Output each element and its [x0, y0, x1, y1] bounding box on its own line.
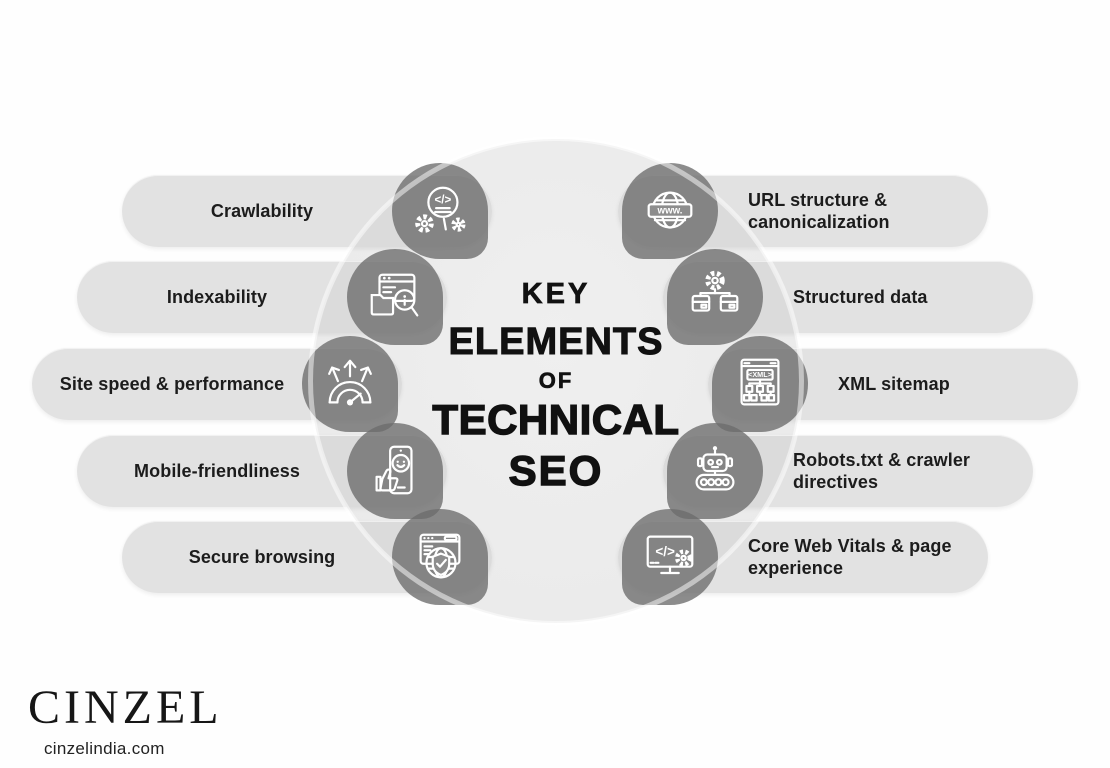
core-web-vitals-icon-blob: </>: [622, 509, 718, 605]
pill-indexability-label: Indexability: [166, 286, 268, 307]
pill-url-structure-label: URL structure & canonicalization: [748, 189, 890, 233]
xml-sitemap-icon: <XML>: [729, 353, 791, 415]
center-title: KEY ELEMENTS OF TECHNICAL SEO: [406, 278, 706, 494]
pill-robots-txt: Robots.txt & crawler directives: [663, 423, 1033, 519]
title-elements: ELEMENTS: [448, 321, 664, 363]
mobile-friendliness-icon-blob: [347, 423, 443, 519]
brand-logo: CINZEL: [28, 681, 223, 734]
svg-text:</>: </>: [435, 193, 452, 206]
title-of: OF: [538, 368, 574, 393]
pill-xml-sitemap: <XML> XML sitemap: [708, 336, 1078, 432]
pill-mobile-friendliness-label: Mobile-friendliness: [134, 460, 300, 481]
robots-txt-icon-blob: [667, 423, 763, 519]
crawlability-icon: </>: [409, 180, 471, 242]
pill-xml-sitemap-label: XML sitemap: [838, 373, 950, 394]
title-seo: SEO: [508, 447, 604, 494]
pill-url-structure: www. URL structure & canonicalization: [618, 163, 988, 259]
title-technical: TECHNICAL: [432, 396, 680, 443]
svg-text:</>: </>: [655, 544, 675, 559]
title-key: KEY: [521, 278, 591, 310]
secure-browsing-icon: [409, 526, 471, 588]
secure-browsing-icon-blob: [392, 509, 488, 605]
url-structure-icon-blob: www.: [622, 163, 718, 259]
pill-crawlability-label: Crawlability: [210, 200, 314, 221]
pill-secure-browsing-label: Secure browsing: [188, 546, 336, 567]
pill-core-web-vitals-label: Core Web Vitals & page experience: [748, 535, 952, 579]
site-speed-icon: [319, 353, 381, 406]
brand-block: CINZEL cinzelindia.com: [28, 684, 223, 759]
pill-structured-data: Structured data: [663, 249, 1033, 345]
url-structure-icon: www.: [639, 180, 701, 242]
robots-txt-icon: [684, 446, 746, 502]
pill-site-speed-label: Site speed & performance: [59, 373, 285, 394]
structured-data-icon-blob: [667, 249, 763, 345]
pill-indexability: Indexability: [77, 249, 447, 345]
brand-website: cinzelindia.com: [44, 739, 165, 758]
crawlability-icon-blob: </>: [392, 163, 488, 259]
indexability-icon: [364, 266, 426, 328]
pill-mobile-friendliness: Mobile-friendliness: [77, 423, 447, 519]
indexability-icon-blob: [347, 249, 443, 345]
pill-structured-data-label: Structured data: [793, 286, 928, 307]
structured-data-icon: [684, 266, 746, 328]
pill-secure-browsing: Secure browsing: [122, 509, 492, 605]
mobile-friendliness-icon: [364, 440, 426, 502]
pill-robots-txt-label: Robots.txt & crawler directives: [793, 449, 971, 493]
site-speed-icon-blob: [302, 336, 398, 432]
pill-crawlability: Crawlability </>: [122, 163, 492, 259]
svg-text:<XML>: <XML>: [748, 370, 772, 379]
svg-text:www.: www.: [657, 205, 683, 216]
pill-site-speed: Site speed & performance: [32, 336, 402, 432]
core-web-vitals-icon: </>: [639, 526, 701, 588]
pill-core-web-vitals: </> Core Web Vitals & page experience: [618, 509, 988, 605]
xml-sitemap-icon-blob: <XML>: [712, 336, 808, 432]
